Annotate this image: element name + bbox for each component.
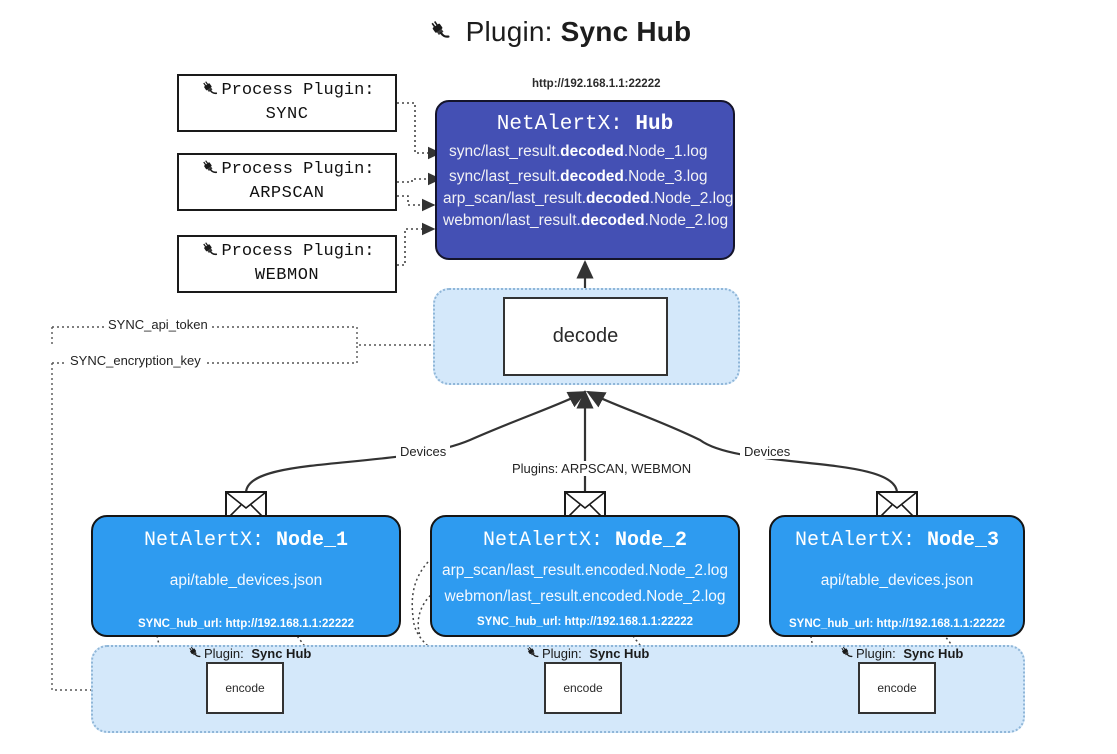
process-plugin-label: Process Plugin:: [221, 81, 375, 101]
page-title-prefix: Plugin:: [465, 16, 553, 47]
hub-url-caption: http://192.168.1.1:22222: [532, 78, 661, 90]
plug-icon: [199, 79, 219, 104]
node-hub-url: SYNC_hub_url: http://192.168.1.1:22222: [137, 618, 355, 630]
process-plugin-sync[interactable]: Process Plugin: SYNC: [177, 74, 397, 132]
page-title: Plugin: Sync Hub: [0, 16, 1117, 51]
sync-encryption-key-label: SYNC_encryption_key: [66, 353, 205, 368]
plug-icon: [838, 645, 854, 661]
hub-log-4: webmon/last_result.decoded.Node_2.log: [443, 212, 729, 229]
process-plugin-name: ARPSCAN: [249, 184, 325, 203]
hub-log-2: sync/last_result.decoded.Node_3.log: [449, 168, 708, 185]
page-title-name: Sync Hub: [560, 16, 692, 47]
hub-node[interactable]: NetAlertX: Hub sync/last_result.decoded.…: [435, 100, 735, 260]
node-hub-url: SYNC_hub_url: http://192.168.1.1:22222: [788, 618, 1006, 630]
edge-label-devices-right: Devices: [740, 444, 795, 459]
node-line: api/table_devices.json: [820, 572, 974, 589]
encoder-plugin-label-1: Plugin: Sync Hub: [186, 645, 311, 661]
hub-title-name: Hub: [635, 113, 674, 136]
process-plugin-arpscan[interactable]: Process Plugin: ARPSCAN: [177, 153, 397, 211]
plug-icon: [186, 645, 202, 661]
encoder-plugin-label-2: Plugin: Sync Hub: [524, 645, 649, 661]
node-line: arp_scan/last_result.encoded.Node_2.log: [441, 562, 729, 579]
encode-box-3[interactable]: encode: [858, 662, 936, 714]
process-plugin-label: Process Plugin:: [221, 160, 375, 180]
plug-icon: [426, 18, 452, 51]
process-plugin-label: Process Plugin:: [221, 242, 375, 262]
encode-label: encode: [563, 681, 603, 695]
decode-label: decode: [552, 325, 619, 347]
hub-title: NetAlertX: Hub: [437, 113, 733, 136]
process-plugin-name: SYNC: [265, 105, 309, 124]
hub-log-3: arp_scan/last_result.decoded.Node_2.log: [443, 190, 734, 207]
edge-label-plugins-center: Plugins: ARPSCAN, WEBMON: [508, 461, 696, 476]
process-plugin-webmon[interactable]: Process Plugin: WEBMON: [177, 235, 397, 293]
sync-api-token-label: SYNC_api_token: [104, 317, 212, 332]
plug-icon: [199, 240, 219, 265]
encode-box-1[interactable]: encode: [206, 662, 284, 714]
encoder-plugin-label-3: Plugin: Sync Hub: [838, 645, 963, 661]
node-card-node-2[interactable]: NetAlertX: Node_2 arp_scan/last_result.e…: [430, 515, 740, 637]
node-line: api/table_devices.json: [169, 572, 323, 589]
encode-label: encode: [225, 681, 265, 695]
plug-icon: [199, 158, 219, 183]
node-hub-url: SYNC_hub_url: http://192.168.1.1:22222: [476, 616, 694, 628]
node-card-node-3[interactable]: NetAlertX: Node_3 api/table_devices.json…: [769, 515, 1025, 637]
plug-icon: [524, 645, 540, 661]
node-card-node-1[interactable]: NetAlertX: Node_1 api/table_devices.json…: [91, 515, 401, 637]
encode-box-2[interactable]: encode: [544, 662, 622, 714]
node-title: NetAlertX: Node_2: [482, 529, 688, 552]
node-line: webmon/last_result.encoded.Node_2.log: [444, 588, 726, 605]
process-plugin-name: WEBMON: [254, 266, 320, 285]
hub-title-prefix: NetAlertX:: [496, 113, 623, 136]
encode-label: encode: [877, 681, 917, 695]
edge-label-devices-left: Devices: [396, 444, 451, 459]
decode-box[interactable]: decode: [503, 297, 668, 376]
hub-log-1: sync/last_result.decoded.Node_1.log: [449, 143, 708, 160]
node-title: NetAlertX: Node_1: [143, 529, 349, 552]
node-title: NetAlertX: Node_3: [794, 529, 1000, 552]
